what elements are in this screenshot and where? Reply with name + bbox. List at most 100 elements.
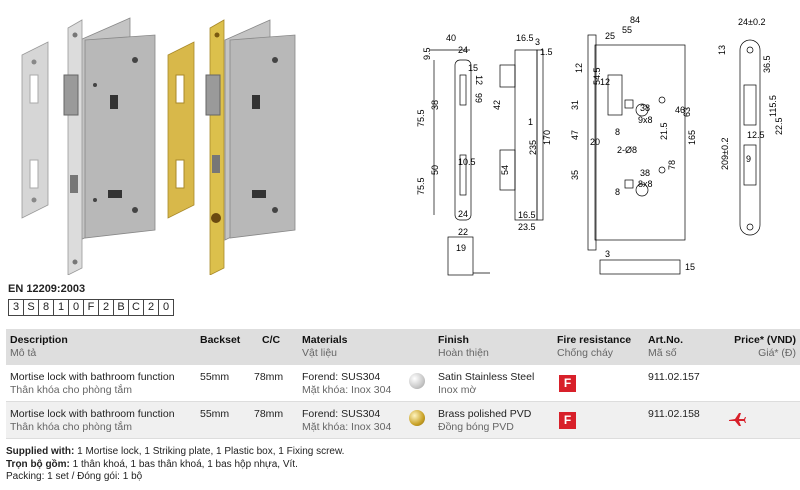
- row-backset: 55mm: [200, 371, 230, 383]
- side-view: [430, 49, 472, 221]
- code-boxes: 3 S 8 1 0 F 2 B C 2 0: [8, 299, 174, 316]
- svg-text:23.5: 23.5: [518, 222, 536, 232]
- header-materials: Materials: [302, 334, 348, 346]
- svg-text:15: 15: [468, 63, 478, 73]
- svg-text:47: 47: [570, 130, 580, 140]
- svg-text:1: 1: [528, 117, 533, 127]
- svg-text:12: 12: [474, 75, 484, 85]
- tron-bo-text: 1 thân khoá, 1 bas thân khoá, 1 bas hộp …: [69, 458, 298, 470]
- svg-text:13: 13: [717, 45, 727, 55]
- product-table: Description Mô tả Backset C/C Materials …: [6, 329, 800, 439]
- svg-text:25: 25: [605, 31, 615, 41]
- svg-text:9x8: 9x8: [638, 115, 653, 125]
- row-description-vi: Thân khóa cho phòng tắm: [10, 384, 133, 396]
- header-fire-vi: Chống cháy: [557, 347, 614, 359]
- row-material-2: Mặt khóa: Inox 304: [302, 384, 392, 396]
- svg-text:31: 31: [570, 100, 580, 110]
- supplied-line: Supplied with: 1 Mortise lock, 1 Strikin…: [6, 446, 344, 459]
- svg-text:16.5: 16.5: [518, 210, 536, 220]
- svg-text:46: 46: [675, 105, 685, 115]
- row-cc: 78mm: [254, 408, 284, 420]
- code-digit: 2: [98, 299, 114, 316]
- row-finish: Brass polished PVD: [438, 408, 532, 420]
- svg-text:12: 12: [574, 63, 584, 73]
- svg-text:165: 165: [687, 130, 697, 145]
- lock-body-steel: [63, 17, 156, 276]
- code-digit: B: [113, 299, 129, 316]
- tron-bo-label: Trọn bộ gồm:: [6, 458, 70, 470]
- footer-notes: Supplied with: 1 Mortise lock, 1 Strikin…: [6, 446, 344, 484]
- svg-text:38: 38: [640, 103, 650, 113]
- code-digit: 0: [158, 299, 174, 316]
- svg-text:10.5: 10.5: [458, 157, 476, 167]
- header-cc: C/C: [262, 334, 281, 346]
- table-row: Mortise lock with bathroom function Thân…: [6, 365, 800, 402]
- code-digit: 2: [143, 299, 159, 316]
- svg-text:35: 35: [570, 170, 580, 180]
- row-cc: 78mm: [254, 371, 284, 383]
- svg-text:21.5: 21.5: [659, 122, 669, 140]
- technical-drawing: 40 24 9.5 15 12 66 75.5 38 50 75.5 10.5 …: [410, 5, 800, 280]
- header-description-vi: Mô tả: [10, 347, 37, 359]
- table-row: Mortise lock with bathroom function Thân…: [6, 402, 800, 439]
- svg-text:170: 170: [542, 130, 552, 145]
- product-photos: [0, 0, 300, 276]
- svg-text:22: 22: [458, 227, 468, 237]
- svg-text:38: 38: [430, 100, 440, 110]
- airplane-icon: [729, 413, 746, 426]
- header-materials-vi: Vật liệu: [302, 347, 338, 359]
- row-material-2: Mặt khóa: Inox 304: [302, 421, 392, 433]
- striking-plate-steel: [21, 41, 49, 219]
- row-artno: 911.02.157: [648, 371, 700, 383]
- row-description: Mortise lock with bathroom function: [10, 408, 175, 420]
- svg-text:12: 12: [600, 77, 610, 87]
- svg-text:19: 19: [456, 243, 466, 253]
- packing-line: Packing: 1 set / Đóng gói: 1 bộ: [6, 471, 143, 482]
- row-description: Mortise lock with bathroom function: [10, 371, 175, 383]
- svg-text:8x8: 8x8: [638, 179, 653, 189]
- code-digit: 0: [68, 299, 84, 316]
- row-backset: 55mm: [200, 408, 230, 420]
- striking-plate-brass: [167, 41, 195, 219]
- svg-text:50: 50: [430, 165, 440, 175]
- finish-swatch-brass: [409, 410, 425, 426]
- svg-text:84: 84: [630, 15, 640, 25]
- header-finish: Finish: [438, 334, 469, 346]
- svg-text:235: 235: [528, 140, 538, 155]
- svg-text:209±0.2: 209±0.2: [720, 138, 730, 170]
- svg-text:9.5: 9.5: [422, 47, 432, 60]
- svg-text:3: 3: [605, 249, 610, 259]
- header-artno: Art.No.: [648, 334, 683, 346]
- svg-text:22.5: 22.5: [774, 117, 784, 135]
- code-digit: 1: [53, 299, 69, 316]
- header-finish-vi: Hoàn thiện: [438, 347, 489, 359]
- svg-text:15: 15: [685, 262, 695, 272]
- row-finish-vi: Đồng bóng PVD: [438, 421, 514, 433]
- code-digit: C: [128, 299, 144, 316]
- svg-text:20: 20: [590, 137, 600, 147]
- row-finish: Satin Stainless Steel: [438, 371, 535, 383]
- row-finish-vi: Inox mờ: [438, 384, 477, 396]
- svg-text:54: 54: [500, 165, 510, 175]
- svg-text:66: 66: [474, 93, 484, 103]
- svg-text:42: 42: [492, 100, 502, 110]
- svg-text:1.5: 1.5: [540, 47, 553, 57]
- svg-text:12.5: 12.5: [747, 130, 765, 140]
- svg-text:55: 55: [622, 25, 632, 35]
- svg-text:54.5: 54.5: [592, 67, 602, 85]
- row-description-vi: Thân khóa cho phòng tắm: [10, 421, 133, 433]
- finish-swatch-steel: [409, 373, 425, 389]
- code-digit: 3: [8, 299, 24, 316]
- row-material-1: Forend: SUS304: [302, 371, 381, 383]
- table-header: Description Mô tả Backset C/C Materials …: [6, 329, 800, 365]
- svg-text:40: 40: [446, 33, 456, 43]
- svg-text:115.5: 115.5: [768, 95, 778, 117]
- code-digit: S: [23, 299, 39, 316]
- row-material-1: Forend: SUS304: [302, 408, 381, 420]
- svg-text:36.5: 36.5: [762, 55, 772, 73]
- svg-text:9: 9: [746, 154, 751, 164]
- tron-bo-line: Trọn bộ gồm: 1 thân khoá, 1 bas thân kho…: [6, 459, 344, 472]
- standard-title: EN 12209:2003: [8, 283, 86, 295]
- code-digit: F: [83, 299, 99, 316]
- svg-text:24: 24: [458, 45, 468, 55]
